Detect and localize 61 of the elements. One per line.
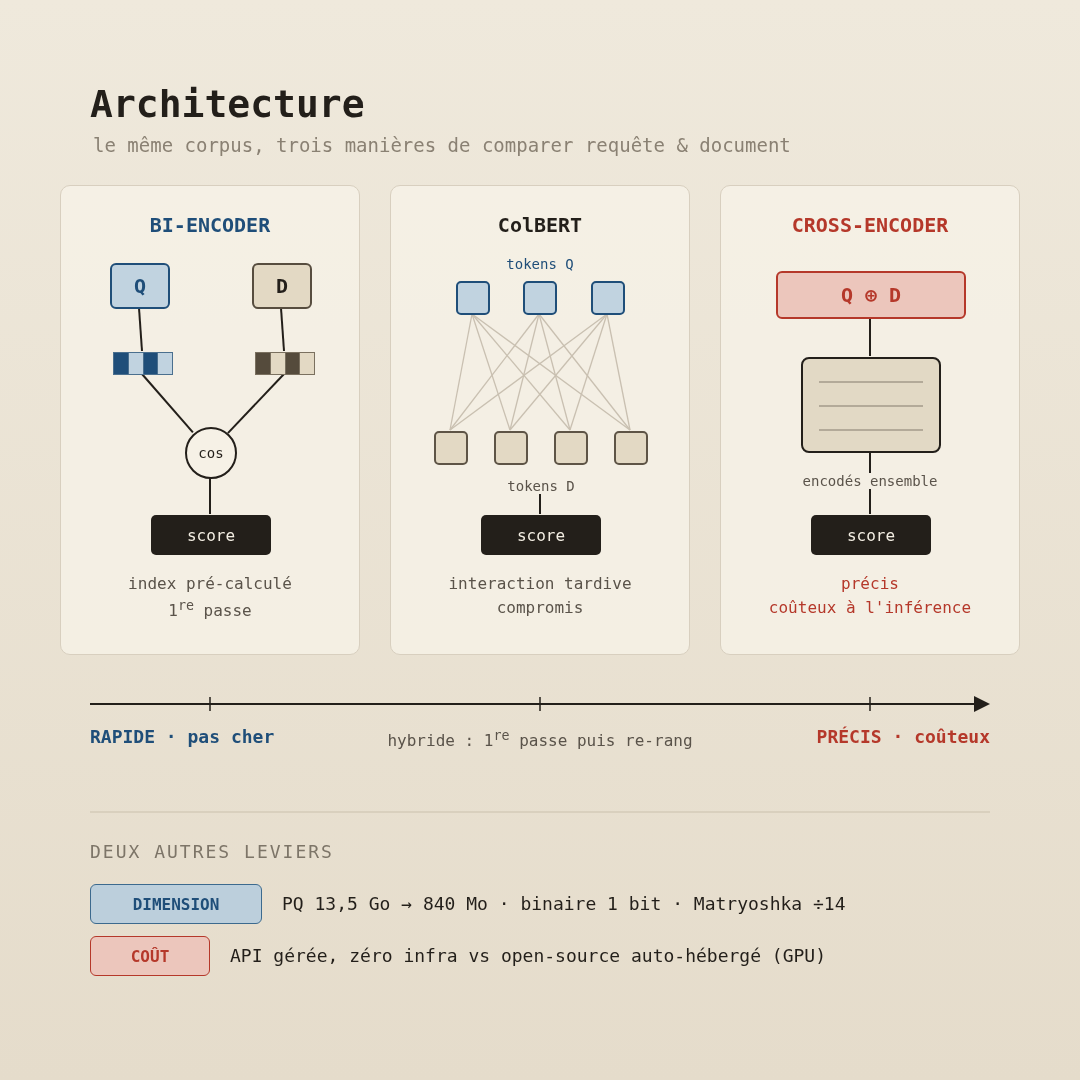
connector-line xyxy=(509,313,608,431)
document-box: D xyxy=(252,263,312,309)
connector-line xyxy=(449,313,540,431)
score-badge: score xyxy=(151,515,271,555)
token-square xyxy=(523,281,557,315)
lever-tag: DIMENSION xyxy=(90,884,262,924)
description-text: compromis xyxy=(495,598,585,617)
connector-line xyxy=(449,313,473,431)
method-panel xyxy=(720,185,1020,655)
token-square xyxy=(591,281,625,315)
axis-mid-label: hybride : 1$^{re}$ passe puis re-rang xyxy=(387,728,693,751)
concat-box: Q ⊕ D xyxy=(776,271,966,319)
group-label: tokens Q xyxy=(506,256,574,272)
method-panel xyxy=(60,185,360,655)
subtitle: le même corpus, trois manières de comparer requête & document xyxy=(93,134,791,156)
connector-line xyxy=(538,313,571,431)
connector-line xyxy=(280,307,285,352)
connector-line xyxy=(606,313,631,431)
axis-end-label: RAPIDE · pas cher xyxy=(90,726,275,747)
connector-line xyxy=(538,313,631,431)
score-badge: score xyxy=(481,515,601,555)
connector-line xyxy=(569,313,608,431)
axis-end-label: PRÉCIS · coûteux xyxy=(816,726,990,747)
method-panel xyxy=(390,185,690,655)
connector-line xyxy=(141,373,194,434)
query-box: Q xyxy=(110,263,170,309)
connector-line xyxy=(509,313,540,431)
token-square xyxy=(456,281,490,315)
connector-line xyxy=(138,307,143,352)
edge-label: encodés ensemble xyxy=(800,473,940,489)
connector-line xyxy=(471,313,511,431)
connector-line xyxy=(539,493,541,515)
description-text: index pré-calculé xyxy=(127,574,293,593)
connector-line xyxy=(471,313,571,431)
token-square xyxy=(614,431,648,465)
vector-bar xyxy=(255,352,315,375)
connector-line xyxy=(869,317,871,357)
token-square xyxy=(554,431,588,465)
lever-description: API gérée, zéro infra vs open-source auto-hébergé (GPU) xyxy=(230,945,827,966)
panel-title: ColBERT xyxy=(496,213,584,237)
cos-circle: cos xyxy=(185,427,237,479)
token-square xyxy=(434,431,468,465)
connector-line xyxy=(449,313,608,431)
lever-tag: COÛT xyxy=(90,936,210,976)
connector-line xyxy=(209,477,211,515)
description-text: 1$^{re}$ passe xyxy=(167,598,253,621)
token-square xyxy=(494,431,528,465)
score-badge: score xyxy=(811,515,931,555)
description-text: précis xyxy=(840,574,900,593)
lever-description: PQ 13,5 Go → 840 Mo · binaire 1 bit · Matryoshka ÷14 xyxy=(282,893,846,914)
token-label: tokens D xyxy=(491,477,591,495)
connector-line xyxy=(471,313,631,431)
page-title: Architecture xyxy=(90,82,365,126)
vector-bar xyxy=(113,352,173,375)
encoder-box xyxy=(801,357,941,453)
section-heading: DEUX AUTRES LEVIERS xyxy=(90,841,334,862)
description-text: coûteux à l'inférence xyxy=(767,598,973,617)
connector-line xyxy=(226,373,285,435)
description-text: interaction tardive xyxy=(447,574,633,593)
panel-title: BI-ENCODER xyxy=(148,213,272,237)
panel-title: CROSS-ENCODER xyxy=(790,213,950,237)
